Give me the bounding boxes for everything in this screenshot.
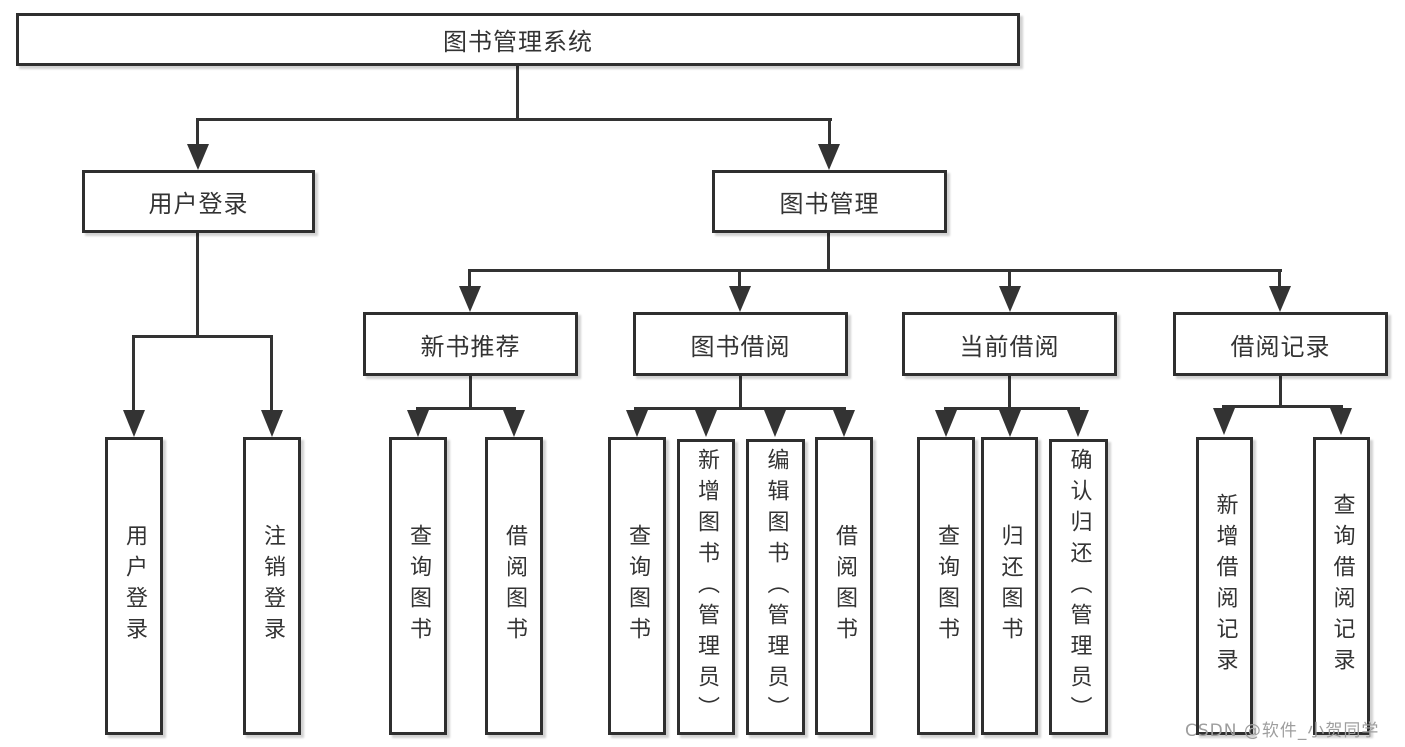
arrowhead-icon xyxy=(818,144,840,170)
leaf-confirm-return-admin: 确认归还（管理员） xyxy=(1049,439,1108,735)
connector-line xyxy=(132,335,273,338)
arrowhead-icon xyxy=(123,410,145,437)
arrowhead-icon xyxy=(935,410,957,437)
connector-line xyxy=(1008,272,1011,286)
connector-line xyxy=(516,66,519,118)
leaf-user-login: 用户登录 xyxy=(105,437,163,735)
connector-line xyxy=(944,407,1080,410)
connector-line xyxy=(1278,272,1281,286)
connector-line xyxy=(468,272,471,286)
leaf-borrow-books: 借阅图书 xyxy=(815,437,873,735)
leaf-add-books-admin: 新增图书（管理员） xyxy=(677,439,735,735)
arrowhead-icon xyxy=(1269,286,1291,312)
leaf-edit-books-admin: 编辑图书（管理员） xyxy=(746,439,805,735)
leaf-query-books-current: 查询图书 xyxy=(917,437,975,735)
connector-line xyxy=(1222,405,1343,408)
connector-line xyxy=(468,269,1282,272)
arrowhead-icon xyxy=(999,286,1021,312)
arrowhead-icon xyxy=(407,410,429,437)
connector-line xyxy=(416,407,516,410)
arrowhead-icon xyxy=(833,410,855,437)
connector-line xyxy=(196,121,199,145)
arrowhead-icon xyxy=(459,286,481,312)
arrowhead-icon xyxy=(261,410,283,437)
connector-line xyxy=(827,233,830,269)
leaf-query-books-recommend: 查询图书 xyxy=(389,437,447,735)
arrowhead-icon xyxy=(626,410,648,437)
connector-line xyxy=(270,338,273,411)
leaf-borrow-books-recommend: 借阅图书 xyxy=(485,437,543,735)
connector-line xyxy=(739,376,742,407)
node-library-system: 图书管理系统 xyxy=(16,13,1020,66)
node-current-borrowing: 当前借阅 xyxy=(902,312,1117,376)
arrowhead-icon xyxy=(1213,408,1235,435)
leaf-query-borrow-record: 查询借阅记录 xyxy=(1313,437,1370,735)
arrowhead-icon xyxy=(1067,410,1089,437)
connector-line xyxy=(196,233,199,335)
node-book-borrowing: 图书借阅 xyxy=(633,312,848,376)
arrowhead-icon xyxy=(729,286,751,312)
connector-line xyxy=(634,407,846,410)
arrowhead-icon xyxy=(503,410,525,437)
node-borrow-records: 借阅记录 xyxy=(1173,312,1388,376)
leaf-query-books-borrow: 查询图书 xyxy=(608,437,666,735)
leaf-return-books: 归还图书 xyxy=(981,437,1038,735)
arrowhead-icon xyxy=(764,410,786,437)
node-book-management: 图书管理 xyxy=(712,170,947,233)
leaf-logout: 注销登录 xyxy=(243,437,301,735)
arrowhead-icon xyxy=(1330,408,1352,435)
arrowhead-icon xyxy=(999,410,1021,437)
node-user-login: 用户登录 xyxy=(82,170,315,233)
arrowhead-icon xyxy=(187,144,209,170)
connector-line xyxy=(469,376,472,407)
connector-line xyxy=(1008,376,1011,407)
connector-line xyxy=(196,118,832,121)
connector-line xyxy=(738,272,741,286)
leaf-add-borrow-record: 新增借阅记录 xyxy=(1196,437,1253,735)
connector-line xyxy=(132,338,135,411)
arrowhead-icon xyxy=(695,410,717,437)
connector-line xyxy=(1279,376,1282,405)
watermark: CSDN @软件_小贺同学 xyxy=(1185,721,1380,741)
connector-line xyxy=(828,121,831,145)
node-new-book-recommend: 新书推荐 xyxy=(363,312,578,376)
